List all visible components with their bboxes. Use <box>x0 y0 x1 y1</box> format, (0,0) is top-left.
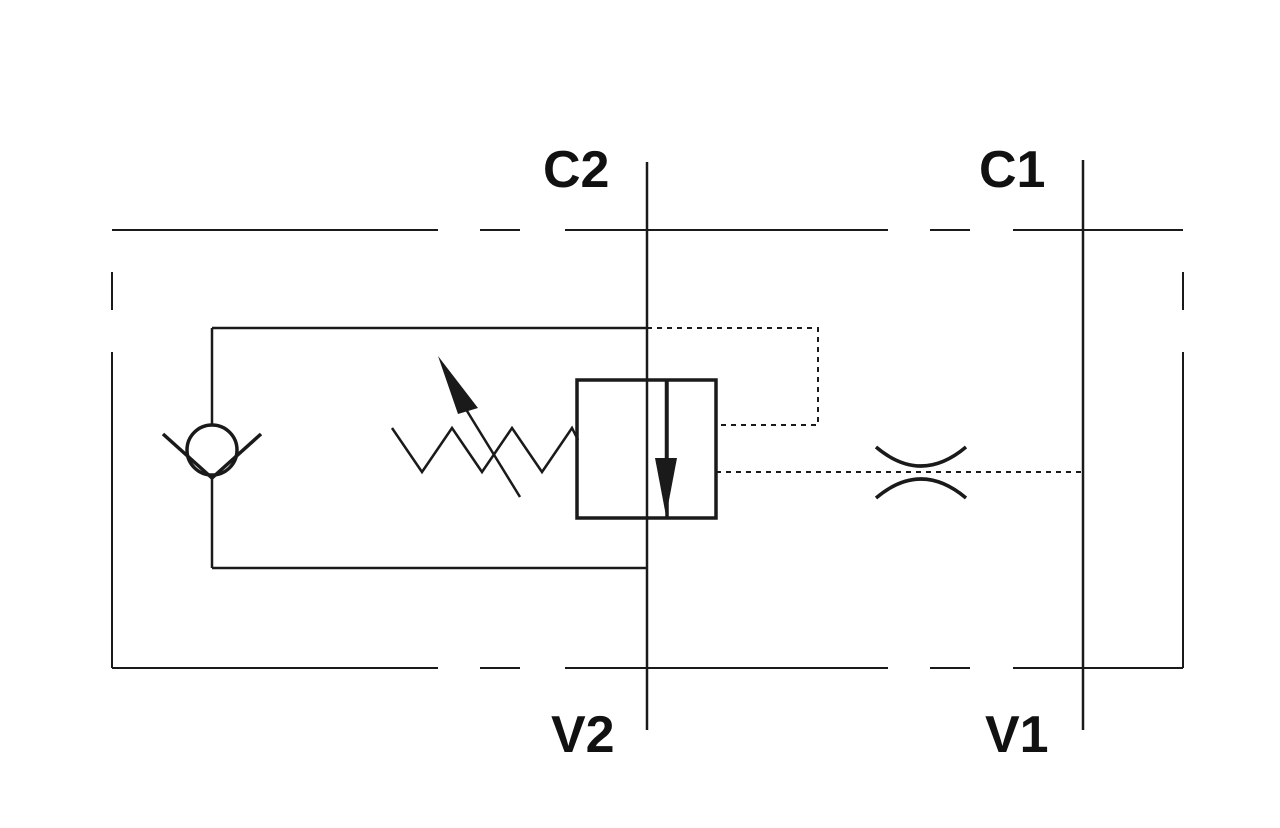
adjustable-spring-icon <box>390 356 580 498</box>
port-label-v1: V1 <box>985 706 1049 764</box>
port-label-c1: C1 <box>979 141 1045 199</box>
check-valve-icon <box>161 423 263 480</box>
pilot-lines <box>647 327 1083 473</box>
enclosure-boundary <box>111 229 1184 669</box>
orifice-icon <box>874 445 968 500</box>
port-label-v2: V2 <box>551 706 615 764</box>
relief-valve-body <box>575 378 718 520</box>
bypass-circuit <box>210 326 647 570</box>
port-label-c2: C2 <box>543 141 609 199</box>
